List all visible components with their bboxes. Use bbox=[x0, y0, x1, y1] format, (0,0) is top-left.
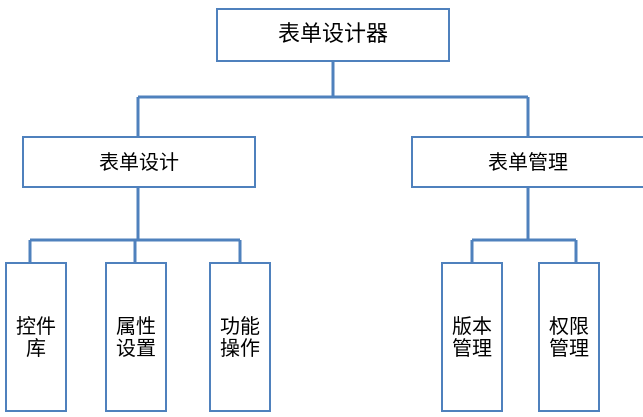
node-version-management[interactable]: 版本 管理 bbox=[441, 262, 503, 412]
node-form-management[interactable]: 表单管理 bbox=[411, 136, 643, 188]
node-root[interactable]: 表单设计器 bbox=[216, 8, 450, 62]
node-permission-management[interactable]: 权限 管理 bbox=[538, 262, 600, 412]
node-property-settings[interactable]: 属性 设置 bbox=[105, 262, 167, 412]
node-form-design[interactable]: 表单设计 bbox=[22, 136, 256, 188]
node-function-operations[interactable]: 功能 操作 bbox=[209, 262, 271, 412]
node-control-library[interactable]: 控件 库 bbox=[5, 262, 67, 412]
